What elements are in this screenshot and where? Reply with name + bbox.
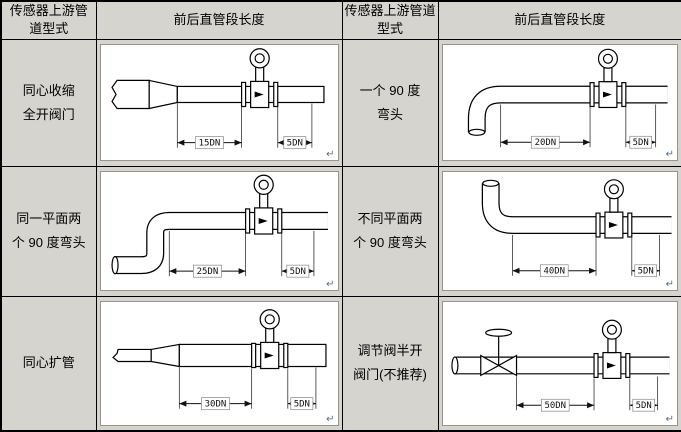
line-break-mark: ↵	[665, 279, 674, 290]
diagram-image-frame: 15DN 5DN ↵	[99, 44, 339, 161]
header-straight-length-left: 前后直管段长度	[95, 0, 343, 40]
label-line: 全开阀门	[22, 106, 75, 122]
diagram-cell: 40DN 5DN ↵	[437, 165, 681, 297]
diagram-image-frame: 20DN 5DN ↵	[441, 44, 678, 161]
pipe-fill	[114, 213, 328, 273]
dimension-label: 5DN	[286, 139, 302, 149]
dimension-label: 15DN	[198, 139, 220, 149]
diagram-image-frame: 40DN 5DN ↵	[441, 171, 678, 291]
pipe-opening	[110, 256, 119, 275]
label-line: 弯头	[376, 106, 403, 122]
diagram-cell: 20DN 5DN ↵	[437, 38, 681, 167]
diagram-cell: 30DN 5DN ↵	[95, 295, 343, 432]
table-row: 同心扩管 30DN	[0, 295, 681, 432]
dimension-label: 5DN	[289, 267, 305, 277]
dimension-upstream: 40DN	[511, 234, 596, 278]
dimension-label: 25DN	[196, 267, 218, 277]
upstream-type-label-expander: 同心扩管	[0, 295, 97, 432]
pipe-opening	[450, 356, 459, 375]
line-break-mark: ↵	[326, 149, 335, 160]
line-break-mark: ↵	[665, 149, 674, 160]
upstream-type-label-single-elbow: 一个 90 度 弯头	[341, 38, 439, 167]
half-open-valve-diagram: 50DN 5DN	[450, 319, 670, 412]
valve-handwheel	[484, 328, 512, 337]
line-break-mark: ↵	[665, 413, 674, 425]
pipe-opening	[481, 179, 499, 187]
header-upstream-type-right: 传感器上游管道型式	[341, 0, 439, 40]
pipe-opening	[467, 128, 485, 136]
single-90-elbow-diagram: 20DN 5DN	[467, 48, 668, 149]
dimension-label: 30DN	[204, 399, 226, 409]
dimension-label: 50DN	[544, 401, 566, 411]
pipe-fill	[482, 183, 672, 233]
reducer-cone	[148, 79, 178, 110]
upstream-type-label-two-elbows-different-plane: 不同平面两 个 90 度弯头	[341, 165, 439, 297]
dimension-label: 5DN	[635, 401, 651, 411]
label-line: 一个 90 度	[359, 82, 421, 98]
table-row: 同一平面两 个 90 度弯头 25DN	[0, 165, 681, 297]
header-upstream-type-left: 传感器上游管道型式	[0, 0, 97, 40]
pipe-fill	[468, 86, 668, 133]
concentric-expander-diagram: 30DN 5DN	[111, 308, 327, 410]
dimension-label: 5DN	[293, 399, 309, 409]
diagram-image-frame: 25DN 5DN ↵	[99, 171, 339, 291]
dimension-label: 5DN	[632, 138, 648, 148]
two-elbows-same-plane-diagram: 25DN 5DN	[110, 174, 328, 278]
dimension-upstream: 30DN	[178, 367, 252, 410]
dimension-downstream: 5DN	[630, 234, 660, 278]
label-line: 同心扩管	[22, 355, 75, 371]
valve-body-right	[496, 354, 517, 377]
expander-cone	[150, 343, 180, 367]
header-row: 传感器上游管道型式 前后直管段长度 传感器上游管道型式 前后直管段长度	[0, 0, 681, 40]
concentric-reducer-diagram: 15DN 5DN	[110, 48, 325, 150]
two-elbows-different-plane-diagram: 40DN 5DN	[481, 179, 672, 278]
dimension-upstream: 50DN	[515, 376, 594, 412]
dimension-downstream: 5DN	[624, 104, 656, 149]
small-pipe	[111, 348, 152, 362]
upstream-type-label-two-elbows-same-plane: 同一平面两 个 90 度弯头	[0, 165, 97, 297]
dimension-label: 5DN	[637, 267, 653, 277]
label-line: 不同平面两	[357, 211, 423, 226]
line-break-mark: ↵	[326, 413, 335, 425]
diagram-cell: 15DN 5DN ↵	[95, 38, 343, 167]
label-line: 个 90 度弯头	[353, 235, 427, 250]
dimension-upstream: 15DN	[176, 103, 242, 150]
diagram-image-frame: 30DN 5DN ↵	[99, 300, 339, 426]
dimension-upstream: 20DN	[499, 104, 590, 149]
dimension-label: 20DN	[534, 138, 556, 148]
label-line: 同心收缩	[22, 82, 75, 98]
header-straight-length-right: 前后直管段长度	[437, 0, 681, 40]
label-line: 同一平面两	[16, 211, 82, 226]
line-break-mark: ↵	[326, 279, 335, 290]
label-line: 阀门(不推荐)	[353, 367, 427, 383]
dimension-downstream: 5DN	[280, 231, 314, 278]
dimension-downstream: 5DN	[286, 367, 316, 410]
upstream-type-label-half-open-valve: 调节阀半开 阀门(不推荐)	[341, 295, 439, 432]
label-line: 个 90 度弯头	[11, 235, 86, 250]
dimension-downstream: 5DN	[276, 103, 312, 150]
upstream-type-label-reducer: 同心收缩 全开阀门	[0, 38, 97, 167]
dimension-downstream: 5DN	[628, 376, 658, 412]
valve-body-left	[479, 354, 500, 377]
diagram-cell: 25DN 5DN ↵	[95, 165, 343, 297]
table-row: 同心收缩 全开阀门 15DN	[0, 38, 681, 167]
label-line: 调节阀半开	[357, 343, 423, 359]
large-pipe	[110, 79, 150, 110]
diagram-image-frame: 50DN 5DN ↵	[441, 300, 678, 426]
dimension-upstream: 25DN	[168, 231, 246, 278]
diagram-cell: 50DN 5DN ↵	[437, 295, 681, 432]
dimension-label: 40DN	[543, 267, 565, 277]
